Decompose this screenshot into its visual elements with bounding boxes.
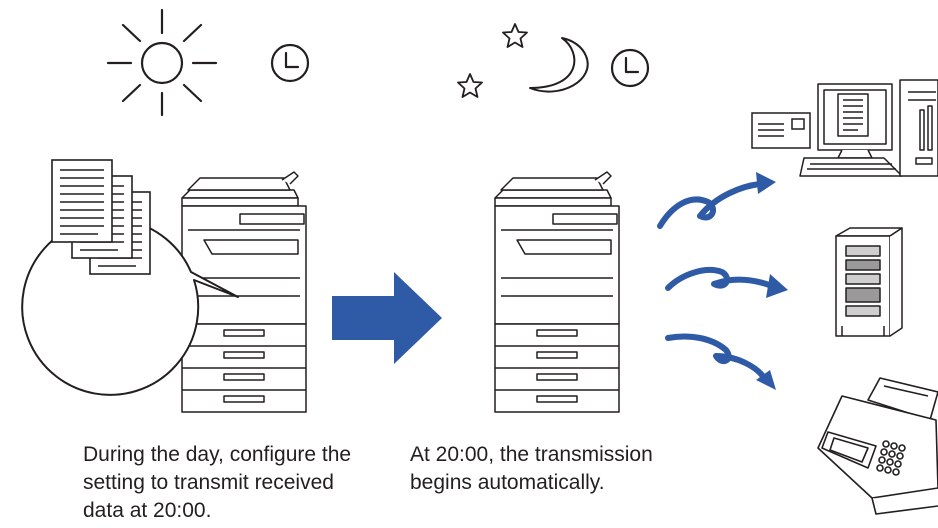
transmission-arrow-head (756, 370, 776, 390)
copier-icon (494, 171, 620, 413)
star-icon (457, 73, 483, 98)
fax-icon (817, 377, 938, 515)
star-icon (502, 23, 528, 48)
caption-night: At 20:00, the transmission begins automa… (410, 443, 653, 494)
transmission-arrow-head (756, 172, 776, 194)
envelope-icon (751, 112, 811, 149)
clock-icon (610, 48, 650, 88)
caption-day: During the day, configure the setting to… (83, 443, 352, 522)
clock-icon (270, 43, 310, 83)
transmission-arrow-head (766, 274, 788, 298)
documents-icon (51, 159, 151, 275)
copier-icon (181, 171, 307, 413)
arrow-right-icon (332, 272, 442, 364)
computer-icon (799, 79, 938, 177)
transmission-arrow (665, 333, 767, 381)
server-icon (835, 227, 903, 337)
transmission-arrow (657, 181, 763, 229)
sun-icon (106, 8, 218, 117)
moon-icon (529, 37, 589, 93)
transmission-arrow (665, 267, 775, 291)
